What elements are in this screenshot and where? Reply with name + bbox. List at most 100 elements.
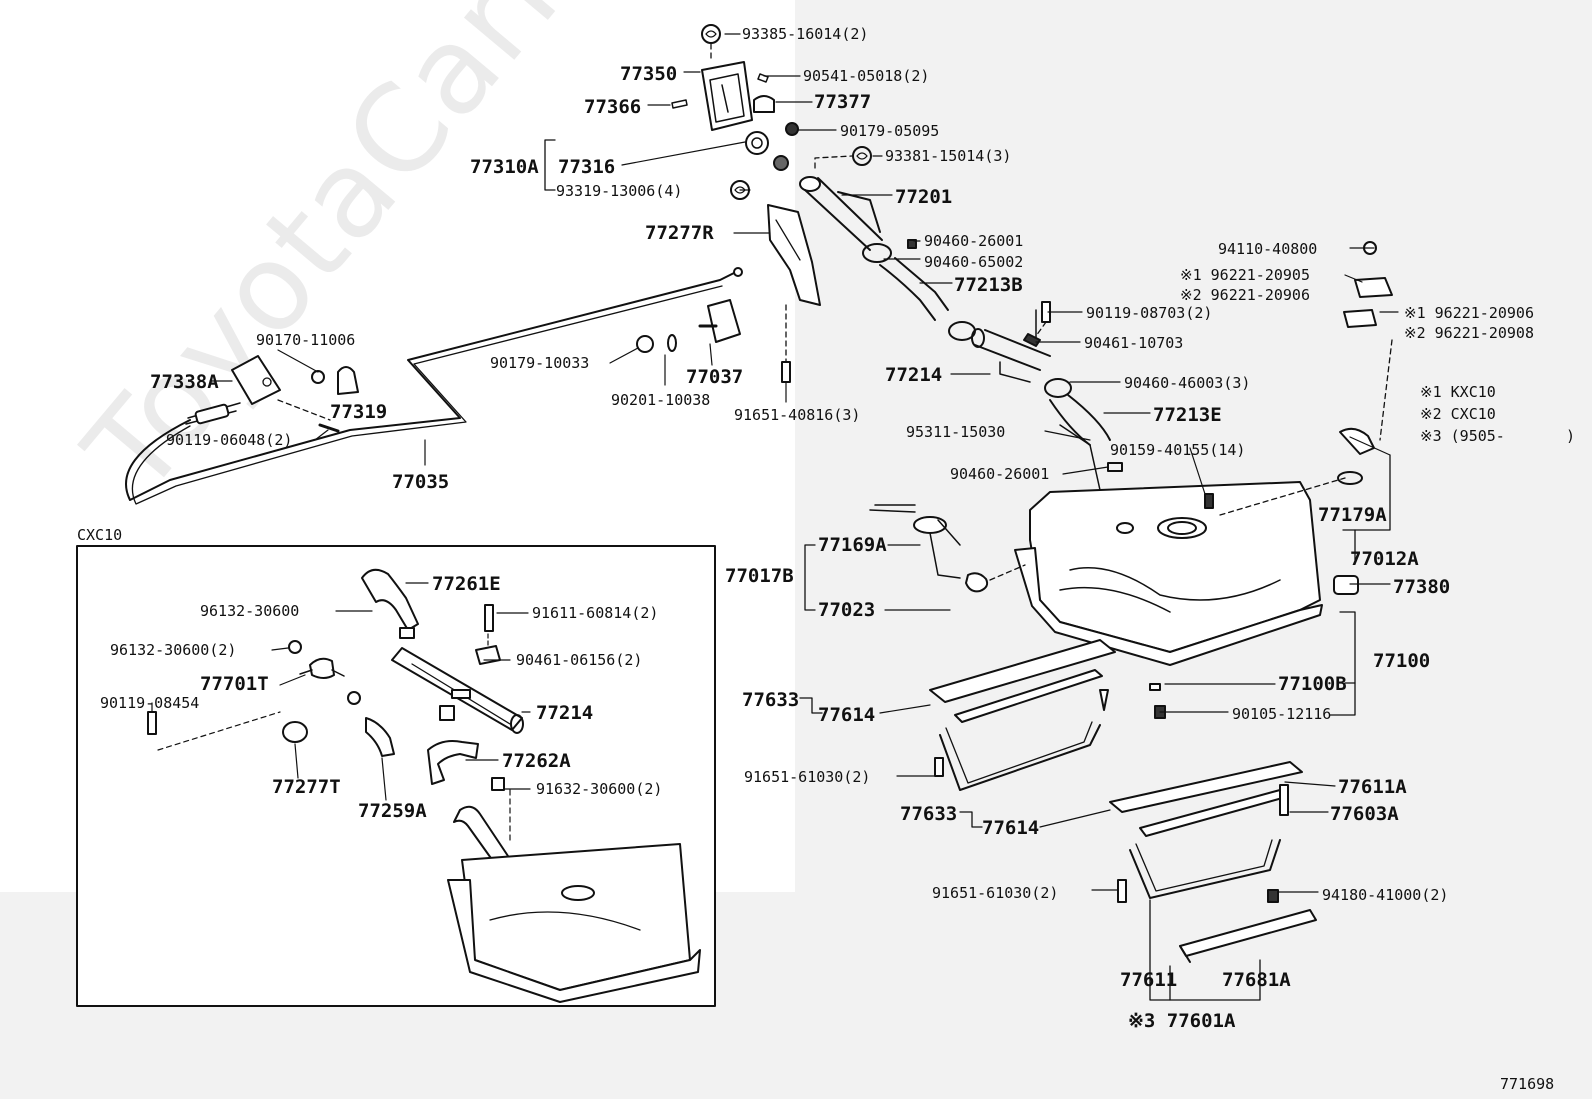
label-c90119: 90119-08454	[100, 694, 199, 712]
bolt-90119-08703-icon	[1041, 301, 1051, 323]
label-90541: 90541-05018(2)	[803, 67, 929, 85]
label-c91632: 91632-30600(2)	[536, 780, 662, 798]
label-77100: 77100	[1373, 650, 1430, 672]
label-77611A: 77611A	[1338, 776, 1407, 798]
label-77366: 77366	[584, 96, 641, 118]
label-94110: 94110-40800	[1218, 240, 1317, 258]
label-77338A: 77338A	[150, 371, 219, 393]
label-77611: 77611	[1120, 969, 1177, 991]
pin-77366-icon	[671, 99, 688, 109]
label-90119a: 90119-08703(2)	[1086, 304, 1212, 322]
inset-leader-lines	[151, 582, 531, 801]
label-90460a: 90460-26001	[924, 232, 1023, 250]
inset-title: CXC10	[77, 526, 122, 544]
label-91651c: 91651-61030(2)	[932, 884, 1058, 902]
figure-code: 771698	[1500, 1075, 1554, 1093]
label-77213B: 77213B	[954, 274, 1023, 296]
label-96221c: ※1 96221-20906	[1404, 304, 1534, 322]
label-c90461: 90461-06156(2)	[516, 651, 642, 669]
label-77100B: 77100B	[1278, 673, 1347, 695]
label-77201: 77201	[895, 186, 952, 208]
label-77179A: 77179A	[1318, 504, 1387, 526]
nut-90179-icon	[785, 122, 799, 136]
leader-lines	[209, 33, 1399, 893]
seal-icon	[773, 155, 789, 171]
strainer-77023	[965, 572, 989, 593]
label-77319: 77319	[330, 401, 387, 423]
label-77023: 77023	[818, 599, 875, 621]
inset-parts	[147, 568, 701, 1003]
fuel-gauge-bracket-icon	[1339, 427, 1375, 455]
label-77277R: 77277R	[645, 222, 714, 244]
label-94180: 94180-41000(2)	[1322, 886, 1448, 904]
label-77601A: ※3 77601A	[1128, 1010, 1236, 1032]
label-93381: 93381-15014(3)	[885, 147, 1011, 165]
clip-90541-icon	[757, 73, 769, 83]
label-77603A: 77603A	[1330, 803, 1399, 825]
clamp-90460-icon	[862, 243, 892, 263]
bolt-77603A-icon	[1279, 784, 1289, 816]
fuel-tank-77100	[1014, 481, 1323, 666]
label-77012A: 77012A	[1350, 548, 1419, 570]
label-77037: 77037	[686, 366, 743, 388]
pipe-77214	[974, 329, 1051, 371]
label-90460b: 90460-65002	[924, 253, 1023, 271]
label-90201: 90201-10038	[611, 391, 710, 409]
label-77213E: 77213E	[1153, 404, 1222, 426]
label-c96132b: 96132-30600(2)	[110, 641, 236, 659]
label-c77701T: 77701T	[200, 673, 269, 695]
label-c77261E: 77261E	[432, 573, 501, 595]
label-77633b: 77633	[900, 803, 957, 825]
tank-straps-upper	[929, 639, 1116, 791]
label-c96132a: 96132-30600	[200, 602, 299, 620]
bolt-90159-icon	[1204, 493, 1214, 509]
label-77035: 77035	[392, 471, 449, 493]
label-95311: 95311-15030	[906, 423, 1005, 441]
bracket-77338A	[231, 355, 281, 405]
bracket-77037	[707, 299, 741, 343]
grommet-77316-icon	[745, 131, 769, 155]
bolt-91651-icon	[781, 361, 791, 383]
label-c77262A: 77262A	[502, 750, 571, 772]
label-90461a: 90461-10703	[1084, 334, 1183, 352]
label-91651b: 91651-61030(2)	[744, 768, 870, 786]
label-90159: 90159-40155(14)	[1110, 441, 1245, 459]
nut-94180-icon	[1267, 889, 1279, 903]
part-labels: 93385-16014(2) 77350 90541-05018(2) 7736…	[77, 25, 1575, 1093]
clamp-90460-26001-icon	[1107, 462, 1123, 472]
gauge-sender-77169A	[869, 504, 961, 579]
label-96221b: ※2 96221-20906	[1180, 286, 1310, 304]
note-kxc10: ※1 KXC10	[1420, 383, 1496, 401]
label-c77214: 77214	[536, 702, 593, 724]
hose-77213B	[879, 257, 949, 321]
label-90119b: 90119-06048(2)	[166, 431, 292, 449]
note-close-paren: )	[1566, 427, 1575, 445]
label-77380: 77380	[1393, 576, 1450, 598]
screw-93385-icon	[701, 24, 721, 44]
label-77614b: 77614	[982, 817, 1039, 839]
label-93385: 93385-16014(2)	[742, 25, 868, 43]
screw-93381-icon	[852, 146, 872, 166]
hinge-77377-icon	[753, 95, 775, 113]
label-77169A: 77169A	[818, 534, 887, 556]
leader-brackets	[544, 139, 1391, 1001]
label-77350: 77350	[620, 63, 677, 85]
label-77633a: 77633	[742, 689, 799, 711]
label-77310A: 77310A	[470, 156, 539, 178]
note-9505: ※3 (9505-	[1420, 427, 1505, 445]
label-90460c: 90460-46003(3)	[1124, 374, 1250, 392]
bracket-96221b-icon	[1343, 309, 1377, 328]
label-90460d: 90460-26001	[950, 465, 1049, 483]
label-c77259A: 77259A	[358, 800, 427, 822]
label-90179a: 90179-05095	[840, 122, 939, 140]
label-77214a: 77214	[885, 364, 942, 386]
bolt-91651-61030-icon	[1117, 879, 1127, 903]
label-96221a: ※1 96221-20905	[1180, 266, 1310, 284]
knob-77319-icon	[337, 366, 359, 395]
filler-pipe-77201	[799, 176, 883, 251]
label-c91611: 91611-60814(2)	[532, 604, 658, 622]
label-77681A: 77681A	[1222, 969, 1291, 991]
gasket-77179A-icon	[1337, 471, 1363, 485]
